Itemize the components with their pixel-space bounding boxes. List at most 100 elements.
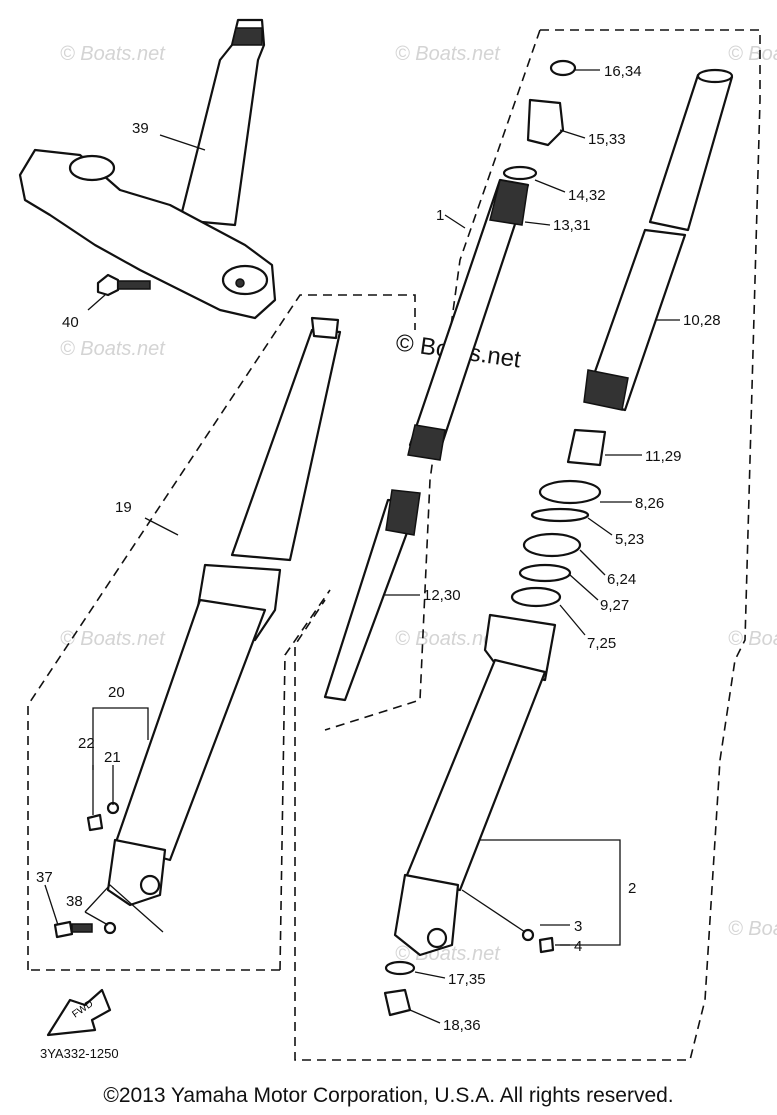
callout-21: 21 [104, 749, 121, 766]
outline-center-group [324, 29, 541, 731]
forward-arrow: FWD [46, 988, 112, 1037]
callout-20: 20 [108, 684, 125, 701]
leader-7-25 [559, 604, 586, 636]
right-axle-hole [426, 927, 448, 949]
leader-39 [159, 134, 206, 151]
callout-8-26: 8,26 [635, 495, 664, 512]
group-outlines [27, 29, 761, 1061]
watermark: © Boats.net [728, 628, 777, 650]
outline-right-group [294, 29, 761, 1061]
watermark: © Boats.net [728, 918, 777, 940]
callout-18-36: 18,36 [443, 1017, 481, 1034]
watermark: © Boats.net [395, 628, 501, 650]
callout-15-33: 15,33 [588, 131, 626, 148]
leader-38 [84, 884, 164, 933]
leader-17-35 [414, 971, 446, 979]
callout-22: 22 [78, 735, 95, 752]
washer [518, 563, 572, 583]
left-axle-boss [106, 838, 167, 907]
callout-labels: 39 40 16,34 15,33 14,32 13,31 1 10,28 11… [36, 63, 721, 1061]
callout-19: 19 [115, 499, 132, 516]
callout-6-24: 6,24 [607, 571, 636, 588]
right-inner-tube-lower [583, 228, 687, 412]
damper-rod-ring [385, 489, 421, 536]
spring-coils-bottom [407, 424, 446, 461]
fork-exploded-diagram: © Boats.net © Boats.net © Boats.net © Bo… [18, 18, 777, 1061]
callout-17-35: 17,35 [448, 971, 486, 988]
leader-lines [44, 69, 680, 1024]
leader-14-32 [534, 179, 566, 193]
callout-2: 2 [628, 880, 636, 897]
center-parts [323, 59, 577, 702]
callout-11-29: 11,29 [645, 448, 681, 465]
callout-37: 37 [36, 869, 53, 886]
left-drain-bolt-thread [71, 923, 93, 933]
leader-3 [461, 889, 526, 933]
outline-left-inner [279, 589, 331, 971]
leader-18-36 [409, 1009, 441, 1024]
right-washer [521, 928, 535, 942]
leader-38-b [84, 911, 109, 926]
watermark: © Boats.net [395, 43, 501, 65]
left-fork-assembly [53, 316, 342, 939]
drawing-code: 3YA332-1250 [40, 1046, 119, 1061]
right-axle-boss [393, 873, 460, 957]
oil-seal [522, 532, 582, 558]
bracket-bolt [96, 273, 120, 297]
steering-stem-bracket [18, 18, 277, 320]
left-outer-tube [113, 598, 267, 862]
leader-5-23 [587, 517, 613, 536]
cap [549, 59, 577, 77]
copyright-notice: ©2013 Yamaha Motor Corporation, U.S.A. A… [103, 1084, 674, 1107]
bracket-clamp-right [221, 264, 269, 296]
fwd-arrow-icon [46, 988, 112, 1037]
right-inner-tube-top [696, 68, 734, 84]
callout-1: 1 [436, 207, 444, 224]
cap-bolt [526, 98, 565, 147]
left-inner-tube [230, 328, 342, 562]
right-inner-tube-bush [583, 369, 629, 411]
callout-3: 3 [574, 918, 582, 935]
left-washer [103, 921, 117, 935]
outline-outer-tube-group [27, 294, 416, 970]
right-bleed-screw [538, 936, 555, 954]
gasket [384, 960, 416, 976]
watermark: © Boats.net [60, 338, 166, 360]
right-outer-tube [403, 658, 547, 892]
leader-13-31 [524, 221, 551, 226]
steering-stem [178, 18, 266, 227]
callout-16-34: 16,34 [604, 63, 642, 80]
callout-39: 39 [132, 120, 149, 137]
callout-5-23: 5,23 [615, 531, 644, 548]
leader-1 [444, 214, 466, 229]
bracket-clamp-left [68, 154, 116, 182]
callout-12-30: 12,30 [423, 587, 461, 604]
right-inner-tube-upper [648, 73, 734, 232]
callout-14-32: 14,32 [568, 187, 606, 204]
callout-13-31: 13,31 [553, 217, 591, 234]
left-cap-bolt [310, 316, 340, 340]
bracket-bolt-thread [117, 280, 151, 290]
leader-37 [44, 884, 59, 926]
callout-10-28: 10,28 [683, 312, 721, 329]
dust-seal [538, 479, 602, 505]
leader-40 [87, 294, 106, 311]
leader-15-33 [559, 129, 586, 139]
callout-38: 38 [66, 893, 83, 910]
leader-2 [480, 839, 621, 946]
outer-tube-bushing [510, 586, 562, 608]
leader-19 [144, 517, 179, 536]
watermark: © Boats.net [728, 43, 777, 65]
stem-thread [231, 27, 263, 46]
leader-6-24 [579, 549, 606, 576]
right-parts [383, 68, 734, 1017]
callout-9-27: 9,27 [600, 597, 629, 614]
left-axle-hole [139, 874, 161, 896]
spring-coils-top [489, 179, 529, 226]
watermark: © Boats.net [60, 628, 166, 650]
callout-4: 4 [574, 938, 582, 955]
left-drain-bolt [53, 920, 74, 939]
bracket-bolt-hole [235, 278, 245, 288]
callout-7-25: 7,25 [587, 635, 616, 652]
clip [530, 507, 590, 523]
